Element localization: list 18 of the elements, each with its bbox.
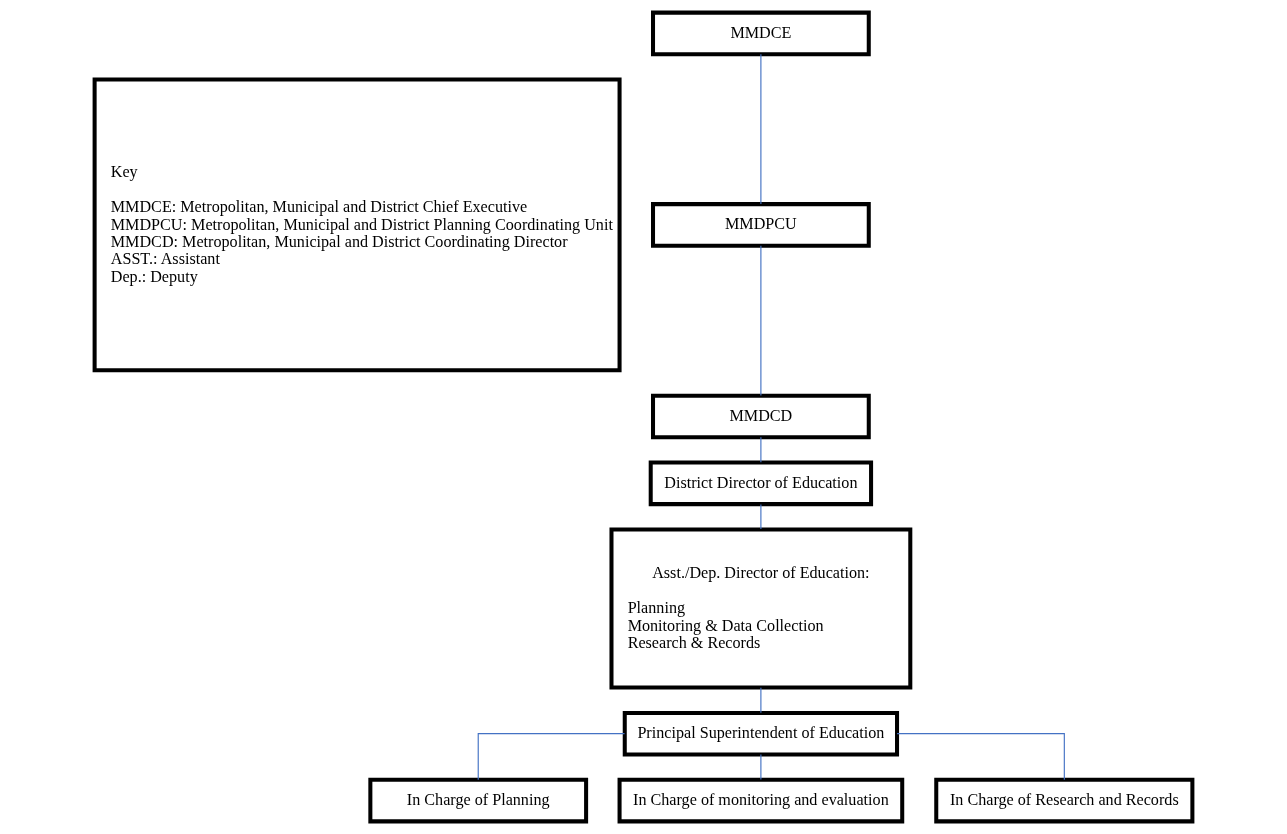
node-box: Key MMDCE: Metropolitan, Municipal and District Chief Executive MMDPCU: Metropolitan, Municipal and District Planning Coordinating Unit MMDCD: Metropolitan, Municipal and District Coordinating Director ASST.: Assistant Dep.: Deputy xyxy=(92,77,622,373)
connector xyxy=(760,53,762,205)
node-box: Asst./Dep. Director of Education: Planning Monitoring & Data Collection Research & Records xyxy=(609,527,913,690)
connector xyxy=(896,733,1065,781)
node-box: In Charge of Research and Records xyxy=(934,777,1195,824)
node-box: Principal Superintendent of Education xyxy=(622,710,900,757)
node-box: MMDCE xyxy=(651,10,871,57)
node-box: In Charge of monitoring and evaluation xyxy=(617,777,905,824)
node-box: District Director of Education xyxy=(648,460,874,507)
connector xyxy=(760,687,762,714)
connector xyxy=(760,753,762,781)
connector xyxy=(760,436,762,463)
connector xyxy=(760,504,762,530)
connector xyxy=(477,733,626,781)
node-box: MMDPCU xyxy=(651,202,871,248)
node-box: MMDCD xyxy=(651,393,871,440)
connector xyxy=(760,245,762,397)
node-box: In Charge of Planning xyxy=(368,777,589,824)
